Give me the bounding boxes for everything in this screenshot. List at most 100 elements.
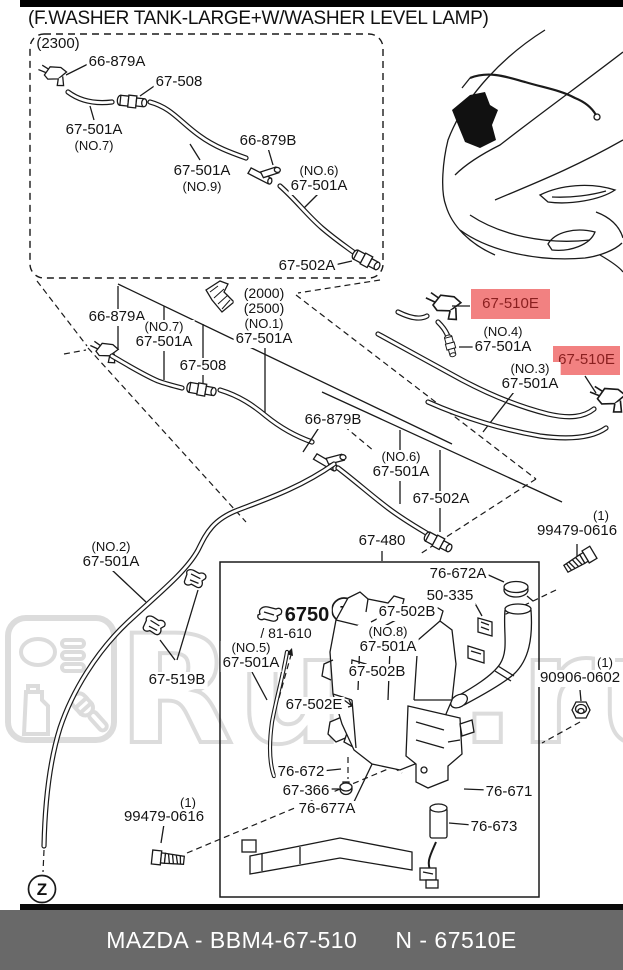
hatched-arrow-icon <box>205 280 235 313</box>
part-67-502E: 67-502E <box>283 696 345 714</box>
page-title: (F.WASHER TANK-LARGE+W/WASHER LEVEL LAMP… <box>28 8 489 29</box>
part-66-879A-inset: 66-879A <box>86 53 148 71</box>
part-label-line: / 81-610 <box>260 625 312 641</box>
part-label-line: 76-677A <box>298 800 356 817</box>
grommet-67-366 <box>339 781 353 796</box>
part-label-line: 67-502B <box>378 603 436 620</box>
part-label-line: (NO.2) <box>91 539 131 554</box>
part-label-line: 76-673 <box>470 818 518 835</box>
part-label-line: 67-501A <box>235 330 293 348</box>
part-label-line: 67-501A <box>65 121 123 138</box>
part-67-502B-lower: 67-502B <box>346 663 408 681</box>
part-label-line: (NO.8) <box>368 624 408 639</box>
part-label-line: 99479-0616 <box>123 808 205 825</box>
part-67-502A-inset: 67-502A <box>276 257 338 275</box>
part-90906-0602: 90906-0602 <box>537 669 623 687</box>
part-label-line: 67-502A <box>412 490 470 507</box>
watermark-badge-icon <box>5 615 117 743</box>
part-67-501A-no4: (NO.4)67-501A <box>472 324 534 356</box>
pump-76-673 <box>419 803 448 889</box>
part-67-501A-no5: (NO.5)67-501A <box>220 640 282 672</box>
part-label-line: 67-501A <box>359 638 417 656</box>
part-67-519B: 67-519B <box>146 671 208 689</box>
part-67-502B-upper: 67-502B <box>376 603 438 621</box>
part-label-line: 67-519B <box>148 671 206 688</box>
part-67-501A-no6: (NO.6)67-501A <box>370 449 432 481</box>
part-label-line: 67-502A <box>278 257 336 274</box>
part-99479-0616-lower: 99479-0616 <box>121 808 207 826</box>
part-label-line: 67-501A <box>501 375 559 393</box>
part-label-line: 67-480 <box>358 532 406 549</box>
part-76-677A: 76-677A <box>296 800 358 818</box>
footer-part-number: N - 67510E <box>395 926 517 953</box>
part-label-line: (NO.5) <box>231 640 271 655</box>
part-67-501A-no1: (2000)(2500)(NO.1)67-501A <box>233 285 295 348</box>
part-67-508-inset: 67-508 <box>153 73 205 91</box>
part-label-line: 67-508 <box>155 73 203 90</box>
footer-divider <box>20 904 623 910</box>
part-6750: 6750 <box>282 604 332 626</box>
tank-bracket-76-671 <box>405 705 475 789</box>
part-label-line: (NO.9) <box>182 178 222 194</box>
part-66-879B-inset: 66-879B <box>237 132 299 150</box>
part-label-line: 99479-0616 <box>536 522 618 539</box>
part-67-501A-no3: (NO.3)67-501A <box>499 361 561 393</box>
part-label-line: 66-879A <box>88 53 146 70</box>
variant-2300: (2300) <box>34 35 82 53</box>
part-67-501A-no7: (NO.7)67-501A <box>133 319 195 351</box>
part-label-line: 67-501A <box>474 338 532 356</box>
part-label-line: 66-879A <box>88 308 146 325</box>
part-label-line: (NO.6) <box>299 163 339 178</box>
part-label-line: 67-510E <box>558 351 615 369</box>
part-76-672: 76-672 <box>275 763 327 781</box>
part-67-501A-no7-inset: 67-501A(NO.7) <box>63 121 125 153</box>
part-label-line: 66-879B <box>304 411 362 428</box>
footer-catalog-number: MAZDA - BBM4-67-510 <box>106 926 358 953</box>
part-66-879A: 66-879A <box>86 308 148 326</box>
part-67-501A-no9-inset: 67-501A(NO.9) <box>171 162 233 194</box>
part-label-line: 67-501A <box>82 553 140 571</box>
car-front-sketch <box>442 29 623 273</box>
part-67-508: 67-508 <box>177 357 229 375</box>
part-label-line: 67-510E <box>482 294 539 312</box>
part-76-672A: 76-672A <box>427 565 489 583</box>
part-label-line: 67-508 <box>179 357 227 374</box>
part-67-510E-no4[interactable]: 67-510E <box>471 289 550 319</box>
part-label-line: (NO.4) <box>483 324 523 339</box>
part-label-line: (1) <box>180 795 196 810</box>
part-label-line: 67-366 <box>282 782 330 799</box>
part-99479-0616-upper: 99479-0616 <box>534 522 620 540</box>
inset-2300-box <box>29 33 384 279</box>
qty-99479-0616-upper: (1) <box>591 508 611 524</box>
part-label-line: (NO.7) <box>74 137 114 153</box>
part-66-879B: 66-879B <box>302 411 364 429</box>
part-label-line: 90906-0602 <box>539 669 621 686</box>
footer-bar: MAZDA - BBM4-67-510 N - 67510E <box>0 910 623 970</box>
part-label-line: 67-502B <box>348 663 406 680</box>
part-label-line: 76-672A <box>429 565 487 582</box>
zone-marker-z: Z <box>37 880 47 899</box>
qty-99479-0616-lower: (1) <box>178 795 198 811</box>
part-label-line: 67-501A <box>173 162 231 179</box>
part-label-line: (NO.1) <box>244 315 284 331</box>
tank-foot-bracket <box>241 837 413 875</box>
part-label-line: 67-501A <box>372 463 430 481</box>
washer-nozzle-circuit <box>375 285 623 616</box>
filler-neck <box>449 603 533 709</box>
middle-hose-routing <box>36 279 563 561</box>
part-label-line: (2500) <box>243 300 285 317</box>
top-border-bar <box>20 0 623 7</box>
part-label-line: (2300) <box>36 35 80 52</box>
part-label-line: 76-671 <box>485 783 533 800</box>
part-81-610: / 81-610 <box>258 625 314 642</box>
part-67-510E-no3[interactable]: 67-510E <box>553 346 620 375</box>
part-76-673: 76-673 <box>468 818 520 836</box>
part-67-501A-no8: (NO.8)67-501A <box>357 624 419 656</box>
clip-6750-icon <box>257 606 283 622</box>
part-67-366: 67-366 <box>280 782 332 800</box>
part-label-line: (NO.7) <box>144 319 184 334</box>
qty-90906-0602: (1) <box>595 655 615 671</box>
part-label-line: (1) <box>593 508 609 523</box>
part-label-line: 67-501A <box>290 177 348 195</box>
part-label-line: 76-672 <box>277 763 325 780</box>
